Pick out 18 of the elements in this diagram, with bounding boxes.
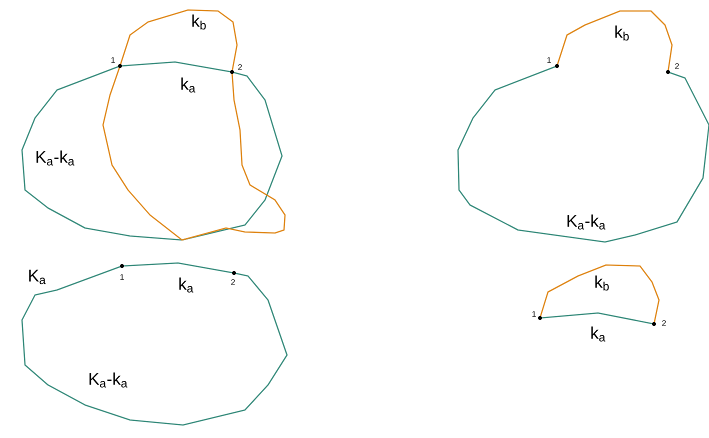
point-number: 1: [120, 274, 124, 280]
point-number: 1: [532, 311, 536, 317]
curve-label: k$_{b}$: [192, 14, 206, 30]
point-number: 1: [111, 57, 115, 63]
point-number: 1: [547, 57, 551, 63]
curve-label: k$_{a}$: [179, 277, 194, 292]
curve-label: k$_{a}$: [181, 78, 196, 92]
curve-label: K$_{a}$: [29, 270, 46, 284]
curve-label: K$_{a}$-k$_{a}$: [36, 150, 74, 166]
point-number: 2: [238, 64, 242, 70]
point-number: 2: [662, 320, 666, 326]
point-number: 2: [231, 279, 235, 285]
curve-label: k$_{a}$: [591, 326, 606, 342]
curve-label: k$_{b}$: [595, 275, 609, 291]
point-number: 2: [675, 63, 679, 69]
curve-label: K$_{a}$-k$_{a}$: [90, 372, 128, 388]
curve-label: k$_{b}$: [615, 25, 629, 41]
curve-label: K$_{a}$-k$_{a}$: [568, 214, 606, 230]
